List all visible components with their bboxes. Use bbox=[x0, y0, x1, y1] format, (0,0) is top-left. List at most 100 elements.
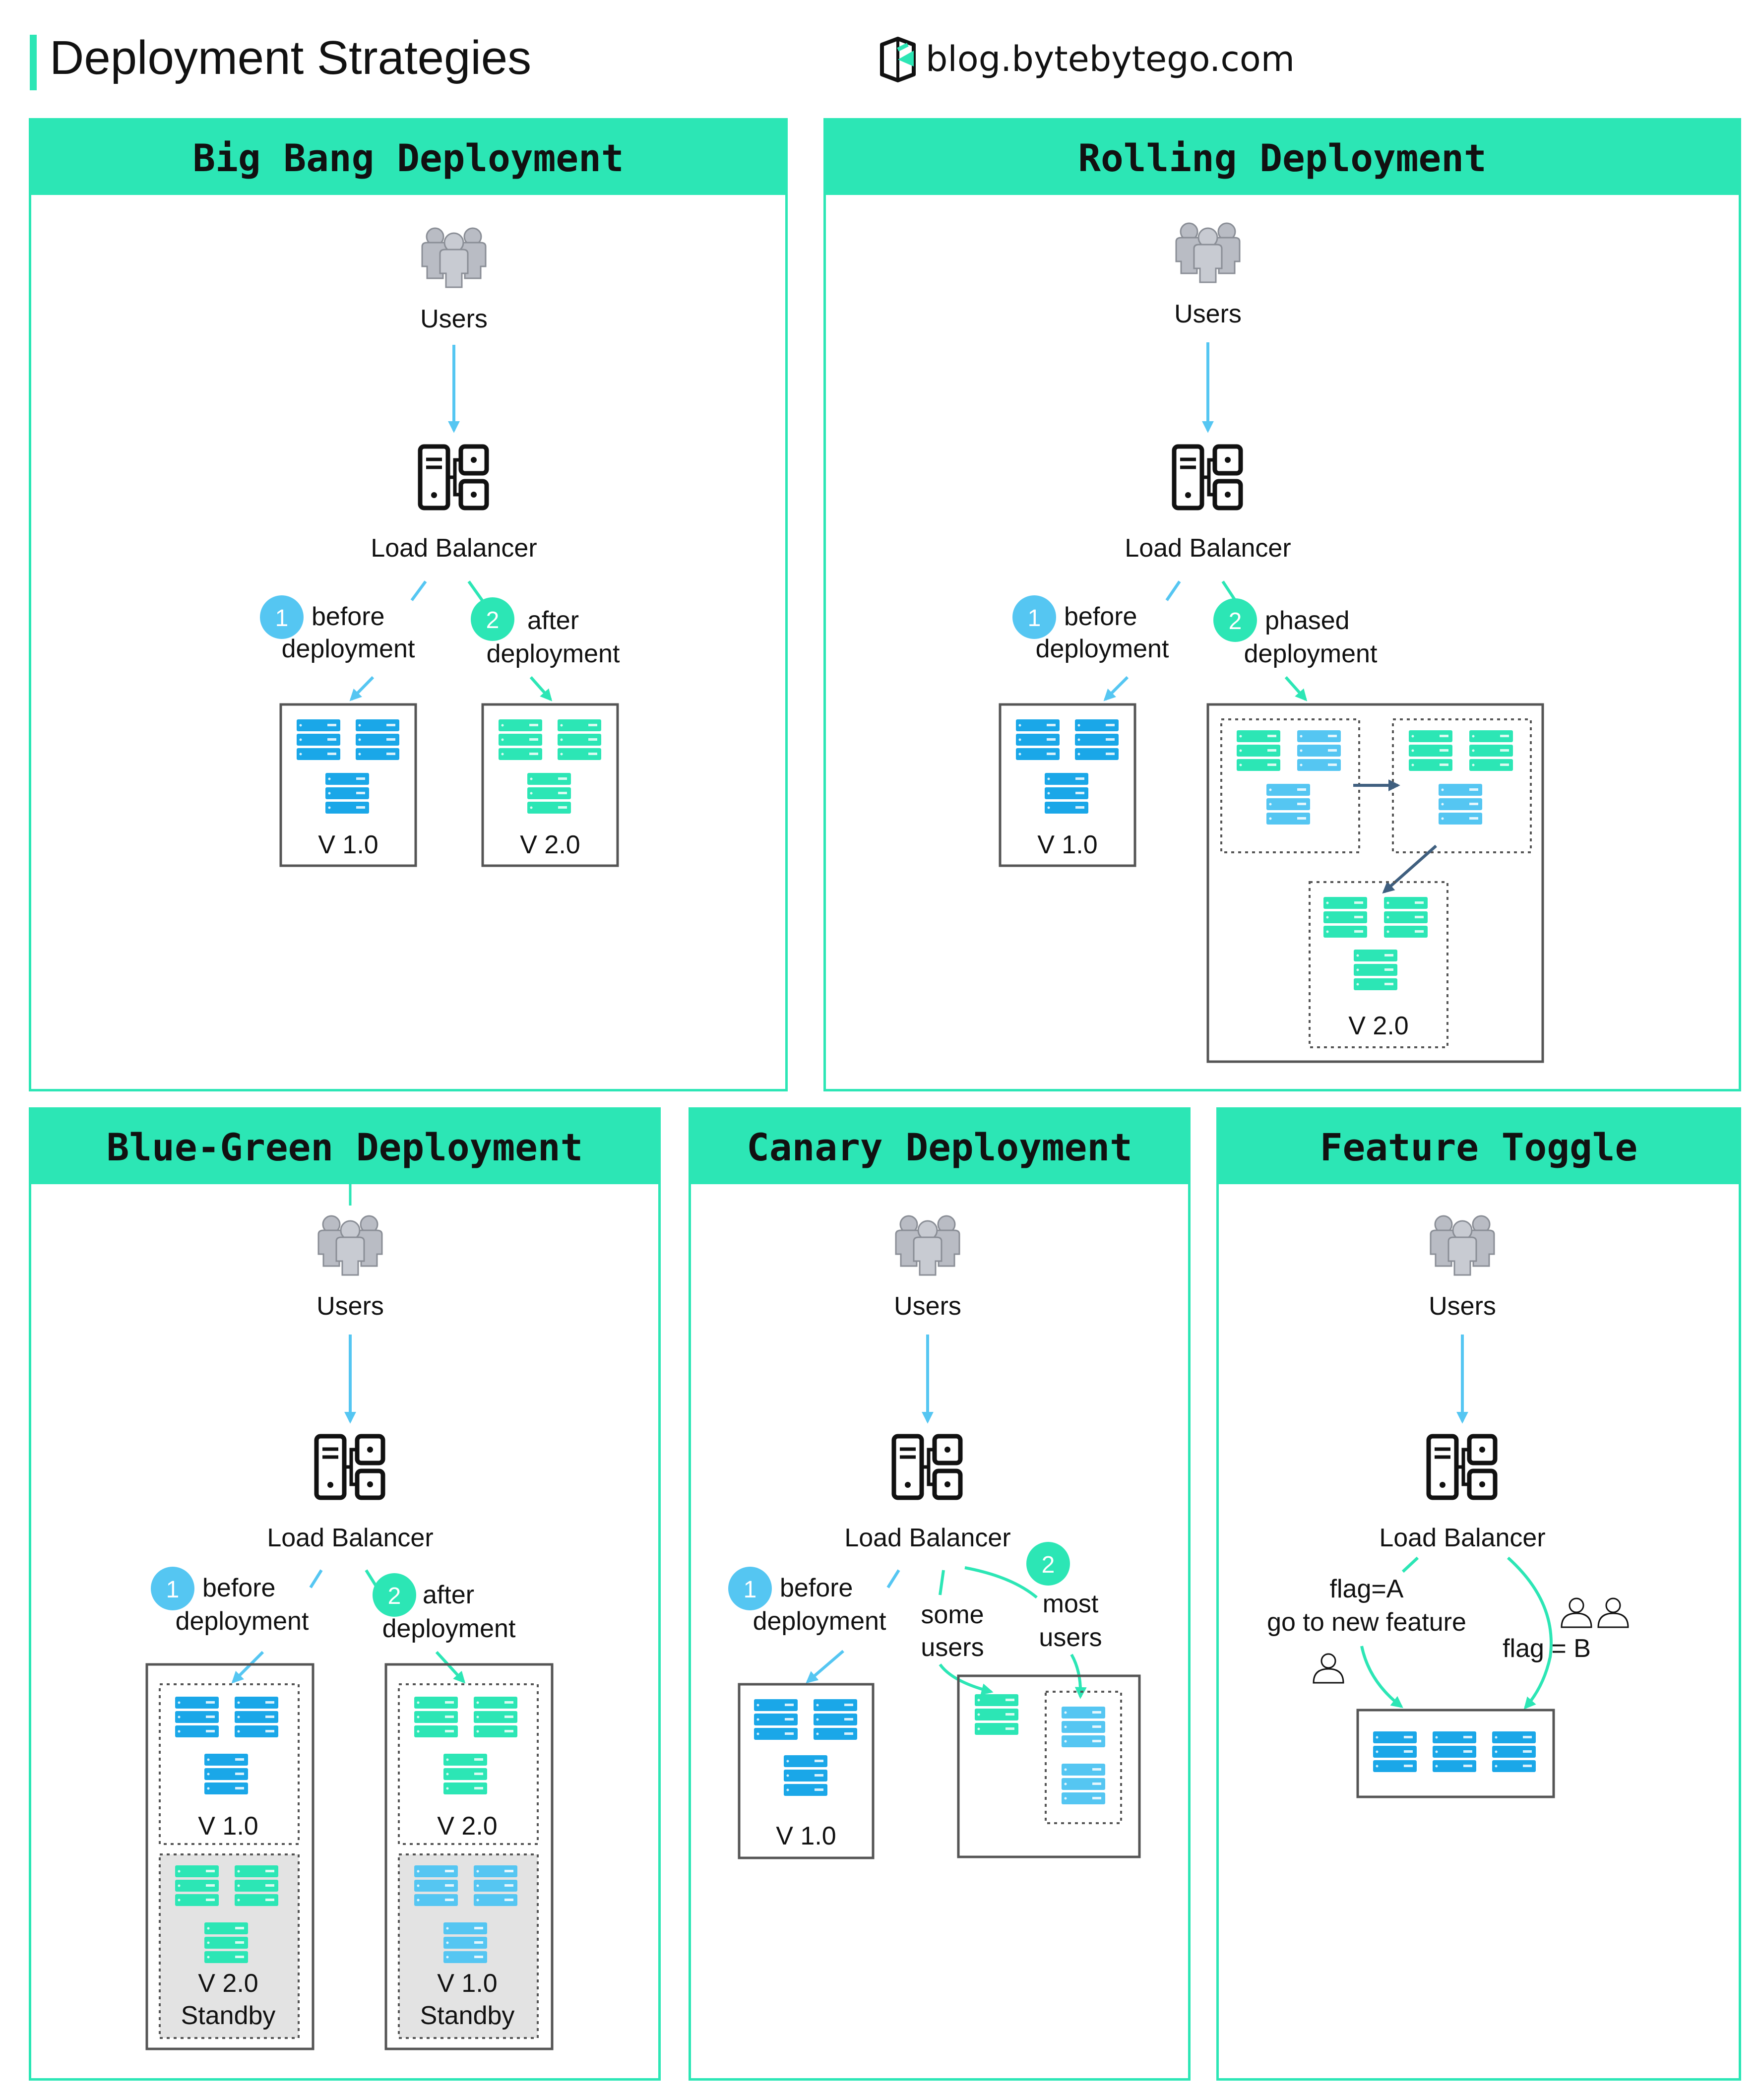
server-stack-icon bbox=[975, 1694, 1018, 1735]
lb-stub-most bbox=[964, 1566, 1038, 1599]
load-balancer-label: Load Balancer bbox=[1379, 1524, 1545, 1552]
standby-label: Standby bbox=[181, 2001, 276, 2030]
server-stack-icon bbox=[443, 1922, 487, 1963]
load-balancer-icon bbox=[420, 446, 487, 508]
server-stack-icon bbox=[474, 1697, 517, 1737]
panel-title: Blue-Green Deployment bbox=[31, 1110, 658, 1184]
load-balancer-label: Load Balancer bbox=[267, 1524, 433, 1552]
version-label: V 1.0 bbox=[437, 1969, 497, 1998]
users-group-icon bbox=[317, 1215, 383, 1276]
users-label: Users bbox=[316, 1292, 384, 1321]
server-stack-icon bbox=[784, 1755, 827, 1796]
server-group-v1 bbox=[738, 1683, 875, 1859]
server-stack-icon bbox=[414, 1697, 458, 1737]
step1-label-line1: before bbox=[1064, 602, 1137, 631]
arrow-to-v1 bbox=[231, 1651, 264, 1684]
some-users-line2: users bbox=[921, 1633, 984, 1662]
step-badge-2 bbox=[1213, 598, 1257, 642]
step2-label-line2: deployment bbox=[487, 639, 620, 668]
step-number: 1 bbox=[744, 1577, 757, 1603]
version-label: V 2.0 bbox=[520, 830, 580, 859]
load-balancer-label: Load Balancer bbox=[371, 534, 537, 563]
server-stack-icon bbox=[175, 1697, 219, 1737]
load-balancer-label: Load Balancer bbox=[844, 1524, 1010, 1552]
panel-rolling: Rolling Deployment bbox=[823, 118, 1741, 1091]
step-badge-1 bbox=[728, 1567, 772, 1610]
server-stack-icon bbox=[1433, 1731, 1476, 1772]
arrow-to-v1 bbox=[349, 676, 375, 701]
server-stack-icon bbox=[175, 1865, 219, 1906]
person-icon bbox=[1561, 1597, 1592, 1628]
panel-title: Rolling Deployment bbox=[826, 121, 1739, 195]
server-stack-icon bbox=[527, 773, 571, 814]
panel-big-bang: Big Bang Deployment bbox=[29, 118, 788, 1091]
panel-title: Feature Toggle bbox=[1219, 1110, 1739, 1184]
server-group-v1 bbox=[999, 703, 1136, 867]
bytebytego-logo-icon bbox=[880, 37, 916, 82]
server-stack-icon bbox=[1373, 1731, 1417, 1772]
flag-a-line2: go to new feature bbox=[1267, 1608, 1466, 1637]
step1-label-line2: deployment bbox=[1036, 635, 1169, 663]
version-label: V 2.0 bbox=[198, 1969, 258, 1998]
lb-stub-before bbox=[1165, 580, 1181, 601]
blue-green-env-right bbox=[384, 1663, 554, 2050]
active-group bbox=[398, 1683, 539, 1845]
canary-container bbox=[957, 1674, 1141, 1858]
server-group-v2 bbox=[481, 703, 619, 867]
server-stack-icon bbox=[1297, 730, 1341, 771]
load-balancer-icon bbox=[894, 1436, 960, 1498]
server-stack-icon bbox=[1045, 773, 1088, 814]
panel-canary: Canary Deployment bbox=[689, 1107, 1191, 2081]
step-badge-1 bbox=[1012, 595, 1056, 639]
phase-arrow-2 bbox=[1382, 844, 1437, 894]
step1-label-line1: before bbox=[202, 1574, 275, 1602]
step2-label-line2: deployment bbox=[382, 1614, 516, 1643]
brand-url: blog.bytebytego.com bbox=[926, 39, 1295, 79]
phase-3-group bbox=[1309, 881, 1448, 1048]
step2-label-line1: phased bbox=[1265, 606, 1350, 635]
load-balancer-icon bbox=[1174, 446, 1241, 508]
server-stack-icon bbox=[1409, 730, 1452, 771]
step1-label-line2: deployment bbox=[176, 1607, 309, 1636]
server-stack-icon bbox=[1323, 897, 1367, 938]
arrow-to-v1 bbox=[1103, 676, 1129, 701]
server-group-v1 bbox=[279, 703, 417, 867]
server-stack-icon bbox=[1062, 1707, 1105, 1747]
load-balancer-icon bbox=[1429, 1436, 1495, 1498]
step-number: 2 bbox=[486, 607, 500, 634]
most-users-line1: most bbox=[1043, 1590, 1099, 1618]
version-label: V 1.0 bbox=[1037, 830, 1097, 859]
step-badge-1 bbox=[260, 595, 304, 639]
version-label: V 1.0 bbox=[198, 1812, 258, 1841]
panel-feature-toggle: Feature Toggle bbox=[1216, 1107, 1741, 2081]
arrow-to-v2 bbox=[529, 676, 553, 701]
version-label: V 2.0 bbox=[437, 1812, 497, 1841]
blue-green-env-left bbox=[145, 1663, 314, 2050]
step-number: 2 bbox=[1229, 608, 1242, 635]
server-stack-icon bbox=[1237, 730, 1280, 771]
server-stack-icon bbox=[1469, 730, 1513, 771]
server-stack-icon bbox=[474, 1865, 517, 1906]
lb-stub-before bbox=[309, 1569, 323, 1589]
lb-stub-after bbox=[467, 580, 484, 601]
server-stack-icon bbox=[1492, 1731, 1536, 1772]
title-accent-bar bbox=[30, 35, 37, 90]
lb-stub-after bbox=[1221, 580, 1237, 601]
step-number: 2 bbox=[1042, 1552, 1055, 1578]
arrow-some-users bbox=[939, 1663, 994, 1695]
server-stack-icon bbox=[1266, 784, 1310, 825]
load-balancer-icon bbox=[316, 1436, 383, 1498]
users-group-icon bbox=[1175, 222, 1241, 283]
step-badge-2 bbox=[471, 597, 514, 641]
server-stack-icon bbox=[297, 719, 340, 760]
active-group bbox=[159, 1683, 300, 1845]
lb-stub-before bbox=[886, 1569, 900, 1589]
step-number: 1 bbox=[275, 605, 289, 632]
users-group-icon bbox=[1430, 1215, 1495, 1276]
step1-label-line1: before bbox=[780, 1574, 853, 1602]
arrow-to-v1 bbox=[806, 1650, 844, 1684]
step-badge-1 bbox=[151, 1567, 194, 1610]
step1-label-line2: deployment bbox=[753, 1607, 886, 1636]
step-number: 1 bbox=[166, 1577, 180, 1603]
